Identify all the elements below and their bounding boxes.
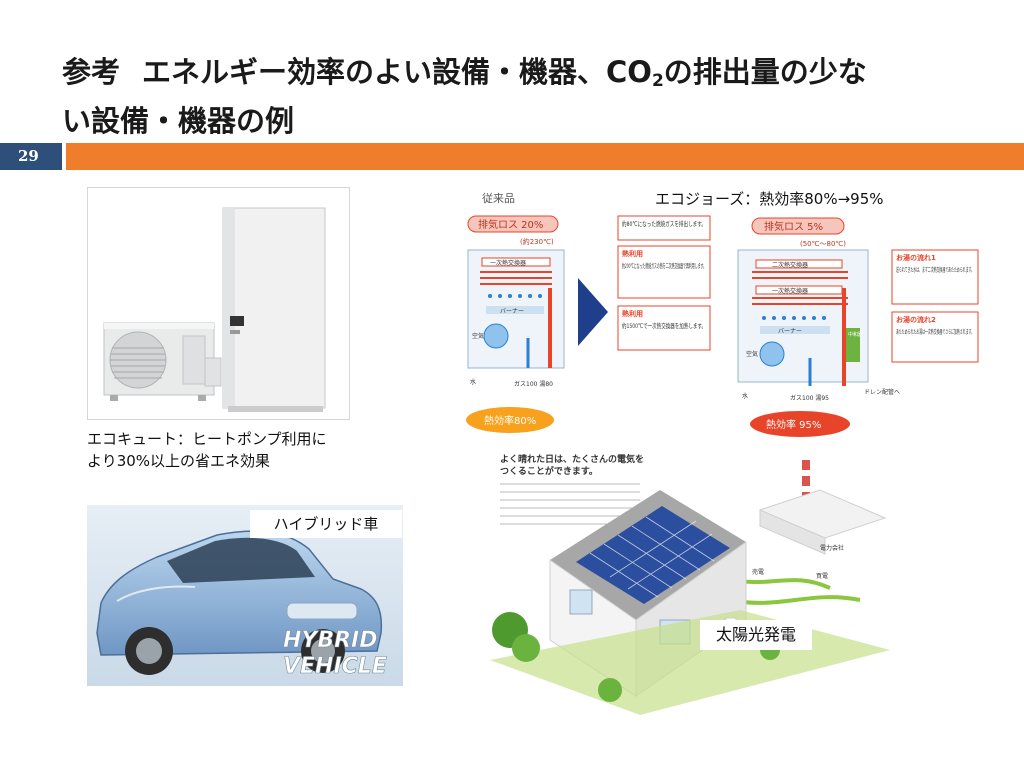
- new-gas-label: ガス100 湯95: [790, 394, 829, 402]
- old-temp-label: (約230℃): [520, 237, 554, 246]
- ecojozu-title: エコジョーズ：熱効率80%→95%: [655, 190, 884, 208]
- sell-label: 売電: [752, 568, 764, 576]
- new-loss-label: 排気ロス 5%: [764, 220, 823, 233]
- slide-title: 参考エネルギー効率のよい設備・機器、CO2の排出量の少な い設備・機器の例: [62, 52, 1002, 141]
- box2-head: 熱利用: [622, 249, 643, 258]
- old-air-label: 空気: [472, 332, 484, 340]
- page-number: 29: [0, 143, 62, 170]
- hybrid-car-photo: HYBRID VEHICLE: [87, 505, 403, 686]
- header-accent-bar: [66, 143, 1024, 170]
- old-efficiency-label: 熱効率80%: [484, 414, 536, 427]
- title-prefix: 参考: [62, 55, 121, 89]
- power-company-label: 電力会社: [820, 544, 844, 552]
- box3-head: 熱利用: [622, 309, 643, 318]
- ecocute-photo: [87, 187, 350, 420]
- box3-text: 約1500℃で一次熱交換器を加熱します。: [622, 321, 706, 330]
- tank-unit-icon: [222, 207, 326, 412]
- outdoor-unit-icon: [103, 322, 222, 401]
- ecocute-caption-line2: より30%以上の省エネ効果: [87, 452, 271, 470]
- old-gas-label: ガス100 湯80: [514, 380, 553, 388]
- solar-heading-line2: つくることができます。: [500, 465, 598, 477]
- drain-label: ドレン配管へ: [864, 388, 900, 396]
- old-unit-label: 従来品: [482, 192, 515, 205]
- ecojozu-diagram: 従来品 排気ロス 20% (約230℃) 一次熱交換器 バーナー 空気 水 ガス…: [460, 188, 980, 438]
- old-water-label: 水: [470, 378, 476, 386]
- old-burner-label: バーナー: [500, 308, 524, 315]
- solar-label: 太陽光発電: [700, 620, 812, 650]
- new-hx1-label: 一次熱交換器: [772, 287, 808, 295]
- hybrid-emblem-line1: HYBRID: [283, 628, 378, 653]
- flow1-text: 送られてきた水は、まず二次熱交換器であたためられます。: [896, 266, 974, 274]
- title-line2: い設備・機器の例: [62, 104, 295, 138]
- neutralizer-label: 中和器: [848, 331, 863, 338]
- old-loss-label: 排気ロス 20%: [478, 218, 543, 231]
- flow2-head: お湯の流れ2: [896, 315, 936, 324]
- ecocute-caption-line1: エコキュート：ヒートポンプ利用に: [87, 430, 327, 448]
- solar-heading-line1: よく晴れた日は、たくさんの電気を: [500, 453, 644, 465]
- new-air-label: 空気: [746, 350, 758, 358]
- car-icon: [96, 530, 383, 675]
- power-plant-icon: [758, 460, 887, 555]
- title-subscript: 2: [651, 71, 664, 91]
- new-water-label: 水: [742, 392, 748, 400]
- old-hx-label: 一次熱交換器: [490, 259, 526, 267]
- new-burner-label: バーナー: [778, 328, 802, 335]
- hybrid-emblem-line2: VEHICLE: [283, 654, 387, 679]
- buy-label: 買電: [816, 573, 828, 580]
- flow2-text: あたためられたお湯は一次熱交換器でさらに加熱されます。: [896, 328, 974, 336]
- arrow-right-icon: [578, 278, 608, 346]
- new-temp-label: (50℃〜80℃): [800, 240, 846, 248]
- new-efficiency-label: 熱効率 95%: [766, 418, 821, 431]
- new-hx2-label: 二次熱交換器: [772, 261, 808, 269]
- solar-house-illustration: よく晴れた日は、たくさんの電気を つくることができます。 電力会社 売電 買電: [490, 450, 890, 715]
- title-part-a: エネルギー効率のよい設備・機器、CO: [142, 55, 652, 89]
- box2-text: 約200℃になった燃焼ガスの熱を二次熱交換器で再利用します。: [622, 261, 706, 270]
- title-part-b: の排出量の少な: [663, 55, 867, 89]
- ecocute-caption: エコキュート：ヒートポンプ利用に より30%以上の省エネ効果: [87, 428, 377, 472]
- flow1-head: お湯の流れ1: [896, 253, 936, 262]
- box1-line: 約80℃になった燃焼ガスを排出します。: [622, 219, 706, 228]
- hybrid-label: ハイブリッド車: [250, 510, 402, 538]
